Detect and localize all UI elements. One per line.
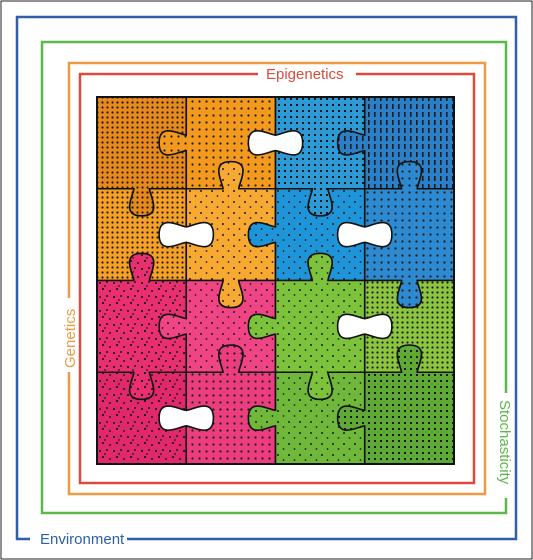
epigenetics-label: Epigenetics	[266, 66, 344, 83]
puzzle-board	[97, 97, 454, 464]
environment-label: Environment	[40, 531, 125, 548]
stochasticity-label: Stochasticity	[496, 400, 513, 485]
genetics-label: Genetics	[62, 309, 79, 368]
